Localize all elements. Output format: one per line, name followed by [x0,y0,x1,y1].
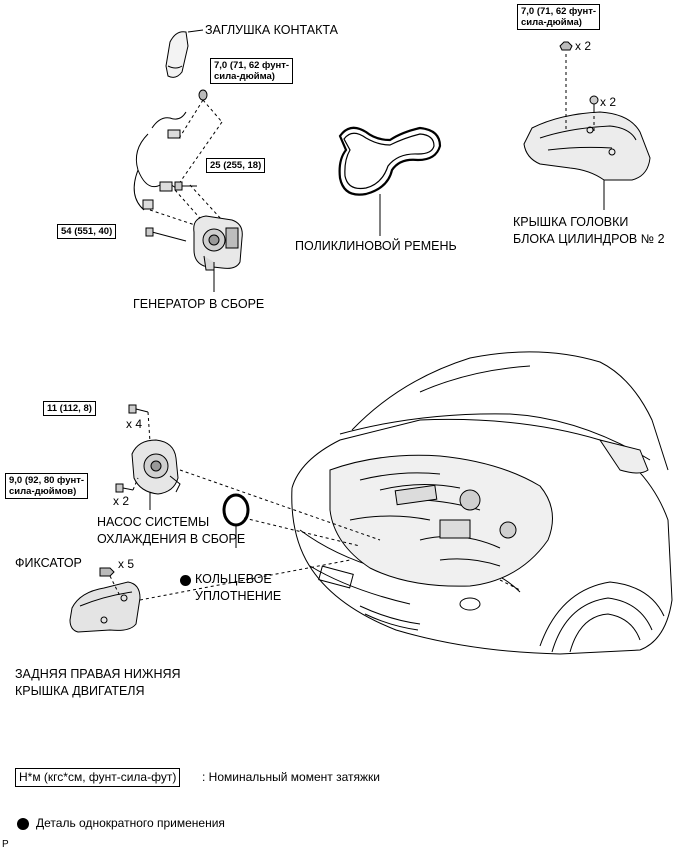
label-clip: ФИКСАТОР [15,556,82,570]
qty-pump-bottom: x 2 [113,494,130,508]
torque-pump-bottom: 9,0 (92, 80 фунт- сила-дюймов) [5,473,89,499]
single-use-marker-o-ring [180,575,191,586]
bolt-harness [198,89,208,101]
legend-single-use-icon [17,818,29,830]
contact-plug-part [165,29,204,78]
label-o-ring-2: УПЛОТНЕНИЕ [195,589,282,603]
qty-pump-top: x 4 [126,417,143,431]
cover-bolt [589,95,599,110]
pump-bolt-bottom [115,483,134,493]
torque-bolt-54: 54 (551, 40) [57,224,117,239]
label-pump-1: НАСОС СИСТЕМЫ [97,515,210,529]
label-o-ring-1: КОЛЬЦЕВОЕ [195,572,272,586]
torque-harness-bolt: 7,0 (71, 62 фунт- сила-дюйма) [210,58,294,84]
cylinder-head-cover-part [523,111,651,210]
bolt-25 [174,181,197,191]
label-engine-cover-1: ЗАДНЯЯ ПРАВАЯ НИЖНЯЯ [15,667,181,681]
torque-cover-nut: 7,0 (71, 62 фунт- сила-дюйма) [517,4,601,30]
torque-bolt-25: 25 (255, 18) [206,158,266,173]
qty-cover-bolt: x 2 [600,95,617,109]
label-generator: ГЕНЕРАТОР В СБОРЕ [133,297,265,311]
legend-single-use: Деталь однократного применения [36,816,225,830]
label-engine-cover-2: КРЫШКА ДВИГАТЕЛЯ [15,684,145,698]
label-head-cover-2: БЛОКА ЦИЛИНДРОВ № 2 [513,232,665,246]
label-v-ribbed-belt: ПОЛИКЛИНОВОЙ РЕМЕНЬ [295,239,457,253]
label-pump-2: ОХЛАЖДЕНИЯ В СБОРЕ [97,532,246,546]
footer-code: P [2,839,9,850]
o-ring-part [222,493,250,548]
clip-part [99,567,115,577]
generator-wire-harness [133,111,187,211]
vehicle-front-illustration [291,351,673,655]
bolt-54 [145,227,187,242]
legend-torque-desc: : Номинальный момент затяжки [202,770,380,784]
rear-right-lower-engine-cover-part [69,581,141,633]
water-pump-part [131,439,181,495]
label-head-cover-1: КРЫШКА ГОЛОВКИ [513,215,629,229]
legend-torque-unit: Н*м (кгс*см, фунт-сила-фут) [15,768,181,787]
label-contact-plug: ЗАГЛУШКА КОНТАКТА [205,23,338,37]
cover-nut [559,41,573,51]
qty-cover-nut: x 2 [575,39,592,53]
qty-clip: x 5 [118,557,135,571]
torque-pump-top: 11 (112, 8) [43,401,96,416]
v-ribbed-belt-part [338,126,442,236]
generator-assembly-part [193,215,243,271]
pump-bolt-top [128,404,149,414]
